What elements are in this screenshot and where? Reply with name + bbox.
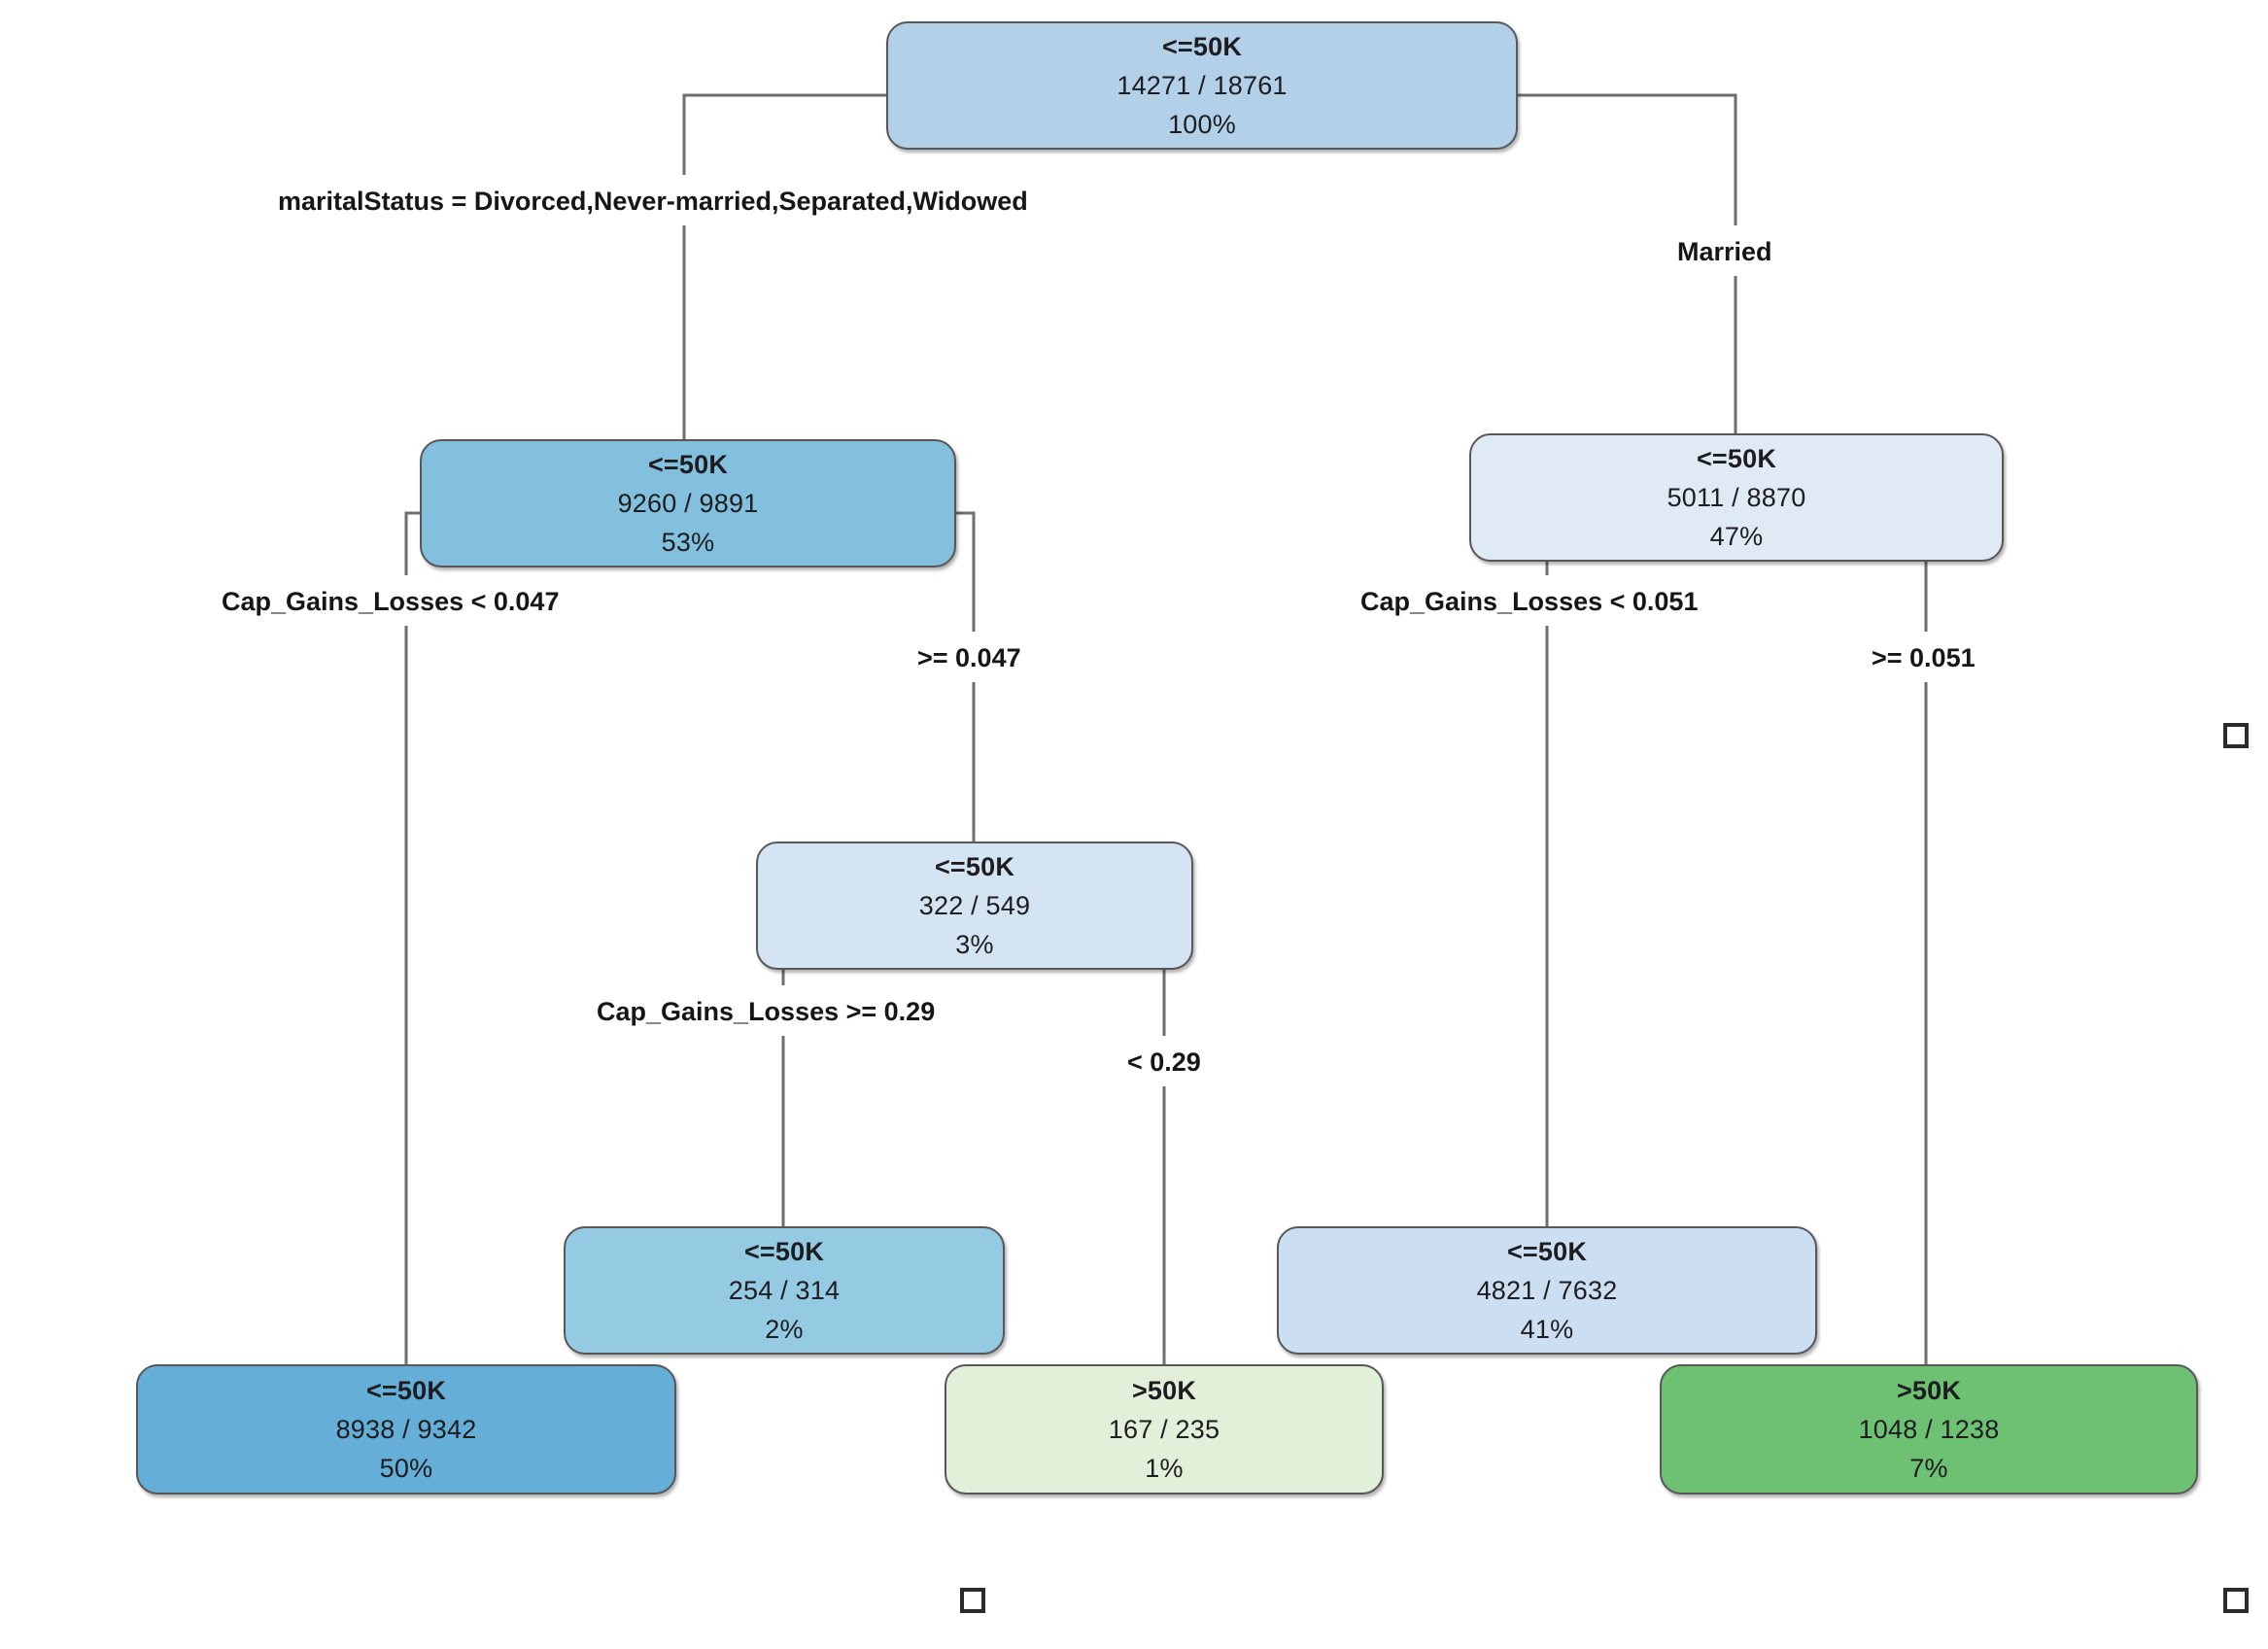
node-counts: 167 / 235 (1108, 1415, 1220, 1444)
node-capgains-ge029[interactable]: <=50K 254 / 314 2% (564, 1226, 1005, 1355)
edge-unmarried-to-mid (956, 511, 976, 842)
node-class-label: <=50K (1161, 32, 1243, 61)
edge-label-capgains-ge-029: Cap_Gains_Losses >= 0.29 (597, 997, 936, 1026)
node-percent: 1% (1145, 1454, 1184, 1483)
node-counts: 322 / 549 (918, 891, 1031, 920)
node-class-label: <=50K (934, 852, 1015, 881)
leaf-married-highgains[interactable]: >50K 1048 / 1238 7% (1660, 1364, 2198, 1494)
node-counts: 4821 / 7632 (1476, 1276, 1618, 1305)
edge-label-capgains-ge-0047: >= 0.047 (917, 643, 1021, 672)
root-node[interactable]: <=50K 14271 / 18761 100% (886, 21, 1518, 150)
node-counts: 1048 / 1238 (1858, 1415, 2000, 1444)
edge-label-capgains-lt-029: < 0.29 (1127, 1048, 1201, 1077)
edge-label-capgains-ge-0051: >= 0.051 (1872, 643, 1976, 672)
node-counts: 254 / 314 (728, 1276, 841, 1305)
leaf-unmarried-lowgains[interactable]: <=50K 8938 / 9342 50% (136, 1364, 676, 1494)
node-class-label: >50K (1131, 1376, 1197, 1405)
edge-label-married: Married (1677, 237, 1772, 266)
node-married-lowgains[interactable]: <=50K 4821 / 7632 41% (1277, 1226, 1817, 1355)
edge-root-to-unmarried (682, 93, 886, 439)
node-class-label: <=50K (743, 1237, 825, 1266)
node-percent: 50% (379, 1454, 433, 1483)
node-percent: 41% (1520, 1315, 1574, 1344)
node-class-label: >50K (1896, 1376, 1962, 1405)
node-capgains-high[interactable]: <=50K 322 / 549 3% (756, 842, 1193, 970)
node-percent: 53% (661, 528, 715, 557)
leaf-capgains-lt029[interactable]: >50K 167 / 235 1% (945, 1364, 1384, 1494)
edge-unmarried-to-leaf8938 (404, 511, 420, 1364)
node-counts: 5011 / 8870 (1667, 483, 1806, 512)
node-counts: 8938 / 9342 (335, 1415, 477, 1444)
edge-label-capgains-lt-0047: Cap_Gains_Losses < 0.047 (222, 587, 560, 616)
node-unmarried[interactable]: <=50K 9260 / 9891 53% (420, 439, 956, 567)
resize-handle-bottom-center[interactable] (960, 1588, 985, 1613)
node-class-label: <=50K (365, 1376, 447, 1405)
edge-label-marital-unmarried: maritalStatus = Divorced,Never-married,S… (278, 187, 1028, 216)
edge-label-capgains-lt-0051: Cap_Gains_Losses < 0.051 (1360, 587, 1699, 616)
node-percent: 3% (955, 930, 994, 959)
node-class-label: <=50K (1506, 1237, 1588, 1266)
node-percent: 100% (1168, 110, 1236, 139)
node-counts: 14271 / 18761 (1117, 71, 1288, 100)
resize-handle-right[interactable] (2223, 723, 2249, 748)
node-percent: 47% (1709, 522, 1764, 551)
node-percent: 2% (765, 1315, 804, 1344)
node-class-label: <=50K (647, 450, 729, 479)
resize-handle-bottom-right[interactable] (2223, 1588, 2249, 1613)
node-counts: 9260 / 9891 (617, 489, 759, 518)
node-class-label: <=50K (1696, 444, 1777, 473)
node-married[interactable]: <=50K 5011 / 8870 47% (1469, 433, 2004, 562)
node-percent: 7% (1909, 1454, 1948, 1483)
